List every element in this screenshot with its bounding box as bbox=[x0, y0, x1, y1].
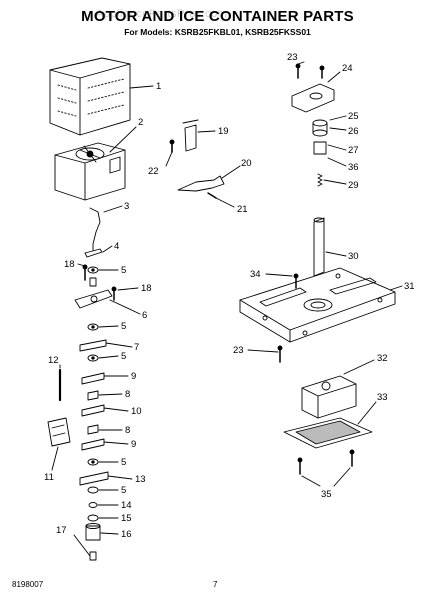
callout-25: 25 bbox=[348, 111, 359, 122]
callout-21: 21 bbox=[237, 204, 248, 215]
callout-19: 19 bbox=[218, 126, 229, 137]
callout-32: 32 bbox=[377, 353, 388, 364]
callout-4: 4 bbox=[114, 241, 119, 252]
callout-11: 11 bbox=[44, 472, 54, 483]
coupler-assembly[interactable] bbox=[312, 119, 328, 155]
callout-20: 20 bbox=[241, 158, 252, 169]
callout-9-first: 9 bbox=[131, 371, 136, 382]
drive-motor[interactable] bbox=[301, 375, 357, 419]
callout-26: 26 bbox=[348, 126, 359, 137]
drive-shaft[interactable] bbox=[313, 217, 325, 277]
callout-5-second: 5 bbox=[121, 321, 126, 332]
callout-9-second: 9 bbox=[131, 439, 136, 450]
callout-5-fifth: 5 bbox=[121, 485, 126, 496]
callout-31: 31 bbox=[404, 281, 415, 292]
page-number: 7 bbox=[213, 580, 218, 589]
callout-2: 2 bbox=[138, 117, 143, 128]
motor-mounting-bracket[interactable] bbox=[239, 267, 396, 343]
callout-5-first: 5 bbox=[121, 265, 126, 276]
callout-22: 22 bbox=[148, 166, 159, 177]
callout-12: 12 bbox=[48, 355, 59, 366]
callout-16: 16 bbox=[121, 529, 132, 540]
callout-5-fourth: 5 bbox=[121, 457, 126, 468]
callout-1: 1 bbox=[156, 81, 161, 92]
document-number: 8198007 bbox=[12, 580, 44, 589]
callout-13: 13 bbox=[135, 474, 146, 485]
callout-7: 7 bbox=[134, 342, 139, 353]
lever-arm[interactable] bbox=[177, 175, 225, 192]
callout-33: 33 bbox=[377, 392, 388, 403]
auger-rod[interactable] bbox=[89, 207, 101, 251]
bracket-part[interactable] bbox=[182, 119, 199, 152]
callout-15: 15 bbox=[121, 513, 132, 524]
watermark-text: AppliancePartsPros.com bbox=[96, 8, 228, 20]
motor-gasket[interactable] bbox=[283, 417, 373, 449]
callout-36: 36 bbox=[348, 162, 359, 173]
callout-24: 24 bbox=[342, 63, 353, 74]
callout-30: 30 bbox=[348, 251, 359, 262]
callout-8-second: 8 bbox=[125, 425, 130, 436]
callout-6: 6 bbox=[142, 310, 147, 321]
callout-14: 14 bbox=[121, 500, 132, 511]
callout-23-bottom: 23 bbox=[233, 345, 244, 356]
model-list: For Models: KSRB25FKBL01, KSRB25FKSS01 bbox=[124, 27, 311, 37]
callout-18-left: 18 bbox=[64, 259, 75, 270]
switch-block[interactable] bbox=[47, 417, 71, 447]
callout-8-first: 8 bbox=[125, 389, 130, 400]
drive-stack-parts[interactable] bbox=[74, 248, 113, 561]
mounting-plate[interactable] bbox=[291, 83, 335, 113]
spring[interactable] bbox=[317, 173, 323, 187]
callout-35: 35 bbox=[321, 489, 332, 500]
callout-3: 3 bbox=[124, 201, 129, 212]
callout-10: 10 bbox=[131, 406, 142, 417]
ice-container-housing[interactable] bbox=[54, 142, 126, 201]
callout-17: 17 bbox=[56, 525, 67, 536]
callout-34: 34 bbox=[250, 269, 261, 280]
callout-18-right: 18 bbox=[141, 283, 152, 294]
callout-27: 27 bbox=[348, 145, 359, 156]
callout-23-top: 23 bbox=[287, 52, 298, 63]
ice-container-cover[interactable] bbox=[49, 57, 131, 136]
callout-29: 29 bbox=[348, 180, 359, 191]
callout-5-third: 5 bbox=[121, 351, 126, 362]
diagram-title: MOTOR AND ICE CONTAINER PARTS bbox=[81, 8, 354, 25]
